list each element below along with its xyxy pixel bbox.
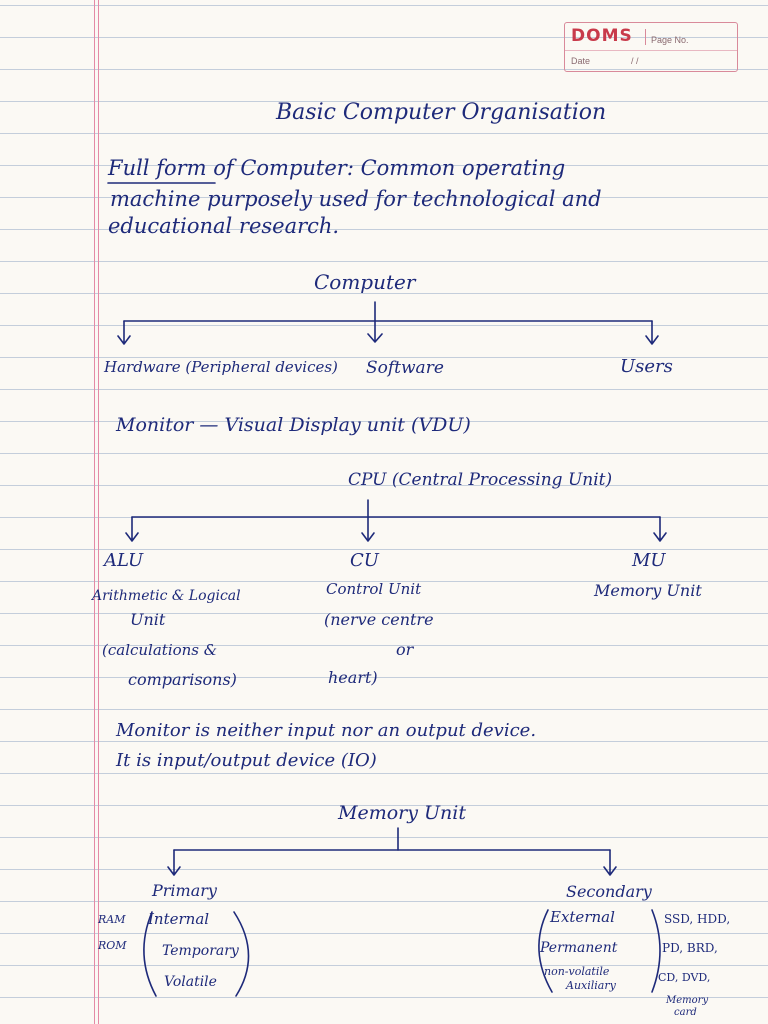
primary-item-volatile: Volatile bbox=[164, 974, 217, 990]
full-form-line-1: Full form of Computer: Common operating bbox=[108, 156, 566, 180]
io-note-line-2: It is input/output device (IO) bbox=[116, 750, 377, 771]
margin-line-left bbox=[94, 0, 95, 1024]
alu-line-3: (calculations & bbox=[102, 641, 218, 659]
secondary-item-external: External bbox=[550, 908, 615, 926]
io-note-line-1: Monitor is neither input nor an output d… bbox=[116, 720, 537, 741]
secondary-item-non-volatile: non-volatile bbox=[544, 965, 610, 978]
cpu-root-label: CPU (Central Processing Unit) bbox=[348, 470, 613, 490]
page-no-label: Page No. bbox=[651, 35, 689, 45]
cpu-arrow-mid bbox=[361, 532, 375, 542]
primary-item-internal: Internal bbox=[148, 910, 210, 928]
cpu-arrow-left bbox=[125, 516, 139, 542]
mu-abbr: MU bbox=[632, 550, 666, 571]
margin-line-right bbox=[98, 0, 99, 1024]
brand-logo: DOMS bbox=[571, 26, 633, 46]
secondary-example-2: PD, BRD, bbox=[662, 941, 718, 955]
full-form-line-3: educational research. bbox=[108, 214, 340, 238]
primary-item-temporary: Temporary bbox=[162, 943, 239, 959]
secondary-item-auxiliary: Auxiliary bbox=[566, 979, 616, 992]
page-title: Basic Computer Organisation bbox=[276, 100, 607, 125]
monitor-vdu-line: Monitor — Visual Display unit (VDU) bbox=[116, 414, 471, 436]
mu-line-1: Memory Unit bbox=[594, 581, 702, 600]
primary-bracket-left bbox=[143, 911, 157, 997]
cu-line-3: or bbox=[396, 640, 414, 659]
computer-root-label: Computer bbox=[314, 270, 416, 294]
computer-arrow-mid bbox=[367, 333, 383, 343]
memory-root-label: Memory Unit bbox=[338, 802, 466, 824]
full-form-line-2: machine purposely used for technological… bbox=[110, 187, 602, 211]
secondary-bracket-right bbox=[651, 909, 661, 993]
date-label: Date bbox=[571, 56, 591, 66]
primary-ram: RAM bbox=[98, 913, 126, 926]
secondary-example-3: CD, DVD, bbox=[658, 971, 711, 984]
secondary-label: Secondary bbox=[566, 882, 652, 901]
date-slashes: / / bbox=[631, 56, 639, 66]
memory-arrow-left bbox=[167, 849, 181, 876]
computer-child-software: Software bbox=[366, 358, 444, 378]
primary-rom: ROM bbox=[98, 939, 127, 952]
computer-arrow-right bbox=[645, 320, 659, 345]
cu-abbr: CU bbox=[350, 550, 379, 571]
alu-line-1: Arithmetic & Logical bbox=[92, 588, 241, 604]
cu-line-2: (nerve centre bbox=[324, 610, 434, 629]
primary-bracket-right bbox=[233, 911, 250, 997]
computer-child-users: Users bbox=[620, 356, 673, 377]
alu-abbr: ALU bbox=[104, 550, 144, 571]
secondary-example-1: SSD, HDD, bbox=[664, 912, 731, 926]
secondary-bracket-left bbox=[538, 909, 553, 993]
header-divider bbox=[645, 29, 646, 45]
header-rule bbox=[565, 50, 737, 51]
primary-label: Primary bbox=[152, 881, 217, 900]
secondary-item-permanent: Permanent bbox=[540, 940, 618, 956]
alu-line-2: Unit bbox=[130, 610, 166, 629]
cu-line-1: Control Unit bbox=[326, 580, 422, 598]
cu-line-4: heart) bbox=[328, 668, 378, 687]
alu-line-4: comparisons) bbox=[128, 670, 237, 689]
cpu-arrow-right bbox=[653, 516, 667, 542]
secondary-example-5: card bbox=[674, 1007, 697, 1018]
page-header-box: DOMS Page No. Date / / bbox=[564, 22, 738, 72]
memory-arrow-right bbox=[603, 849, 617, 876]
computer-child-hardware: Hardware (Peripheral devices) bbox=[104, 358, 338, 376]
computer-arrow-left bbox=[117, 320, 131, 345]
secondary-example-4: Memory bbox=[666, 995, 709, 1006]
